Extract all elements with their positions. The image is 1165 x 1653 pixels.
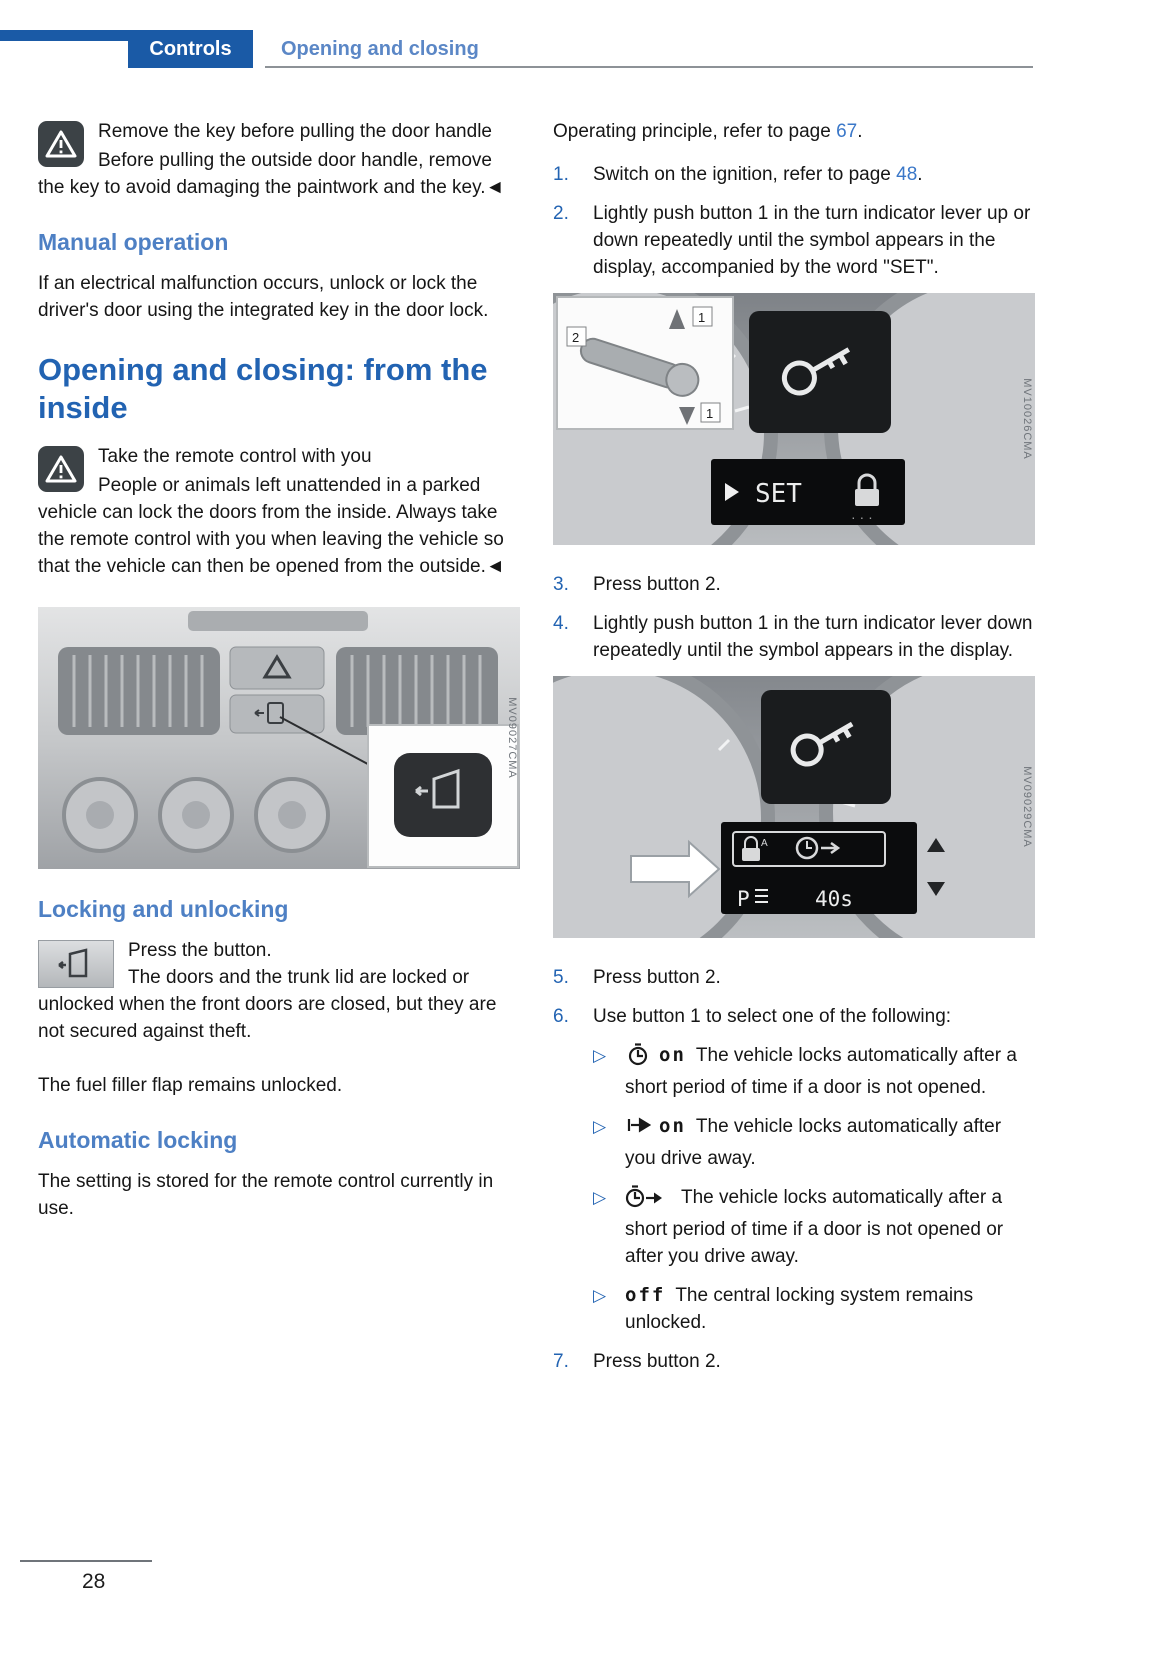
operating-principle-line: Operating principle, refer to page 67. <box>553 118 1036 145</box>
figure-code: MV09029CMA <box>1021 766 1033 848</box>
warning-icon <box>38 121 84 167</box>
locking-block: Press the button. The doors and the trun… <box>38 937 520 1045</box>
warning-icon <box>38 446 84 492</box>
page-number: 28 <box>82 1570 106 1593</box>
door-lock-button-icon <box>38 940 114 988</box>
step-text: Lightly push button 1 in the turn indica… <box>593 203 1031 278</box>
off-icon: off <box>625 1284 666 1306</box>
step-6: 6. Use button 1 to select one of the fol… <box>553 1003 1036 1030</box>
option-text: The vehicle locks automatically after a … <box>625 1187 1004 1267</box>
step-text-pre: Switch on the ignition, refer to page <box>593 164 897 185</box>
press-button-text: Press the button. <box>128 940 272 961</box>
step-text: Use button 1 to select one of the follow… <box>593 1006 952 1027</box>
step-number: 5. <box>553 967 569 988</box>
step-number: 7. <box>553 1351 569 1372</box>
warning-note-remove-key: Remove the key before pulling the door h… <box>38 118 520 201</box>
instrument-cluster-autolock-photo: A P 40s MV09029CMA <box>553 676 1035 938</box>
step-number: 3. <box>553 574 569 595</box>
step-number: 4. <box>553 613 569 634</box>
section-label: Controls <box>149 37 232 60</box>
instrument-cluster-set-photo: SET · · · 1 2 1 MV100 <box>553 293 1035 545</box>
page-ref-link[interactable]: 67 <box>836 121 858 142</box>
manual-operation-text: If an electrical malfunction occurs, unl… <box>38 273 489 321</box>
footer-rule <box>20 1560 152 1562</box>
step-text-post: . <box>917 164 923 185</box>
automatic-locking-text: The setting is stored for the remote con… <box>38 1171 494 1219</box>
step-5: 5. Press button 2. <box>553 964 1036 991</box>
figure-code: MV10026CMA <box>1021 378 1033 460</box>
step-text: Press button 2. <box>593 574 721 595</box>
option-text-wrap: The vehicle locks automatically after a … <box>625 1184 1036 1270</box>
heading-manual-operation: Manual operation <box>38 229 229 255</box>
chapter-title: Opening and closing <box>281 38 479 60</box>
step-3: 3. Press button 2. <box>553 571 1036 598</box>
dashboard-photo: MV09027CMA <box>38 607 520 869</box>
warning-body: Before pulling the outside door handle, … <box>38 150 505 198</box>
lever-label-2: 2 <box>572 330 579 345</box>
step-text: Press button 2. <box>593 1351 721 1372</box>
option-marker: ▷ <box>593 1188 607 1207</box>
left-column: Remove the key before pulling the door h… <box>38 118 520 1249</box>
timer-driveoff-icon <box>625 1184 663 1216</box>
lever-label-1-bottom: 1 <box>706 406 713 421</box>
intro-text: Operating principle, refer to page <box>553 121 837 142</box>
step-7: 7. Press button 2. <box>553 1348 1036 1375</box>
warning-title: Take the remote control with you <box>98 446 372 467</box>
figure-code: MV09027CMA <box>506 697 518 779</box>
display-time-text: 40s <box>815 887 853 911</box>
driveoff-on-icon <box>625 1113 652 1145</box>
display-set-text: SET <box>755 479 802 509</box>
display-p-text: P <box>737 887 750 911</box>
option-text: The vehicle locks automatically after a … <box>625 1045 1017 1098</box>
option-led-label: on <box>659 1044 686 1066</box>
option-marker: ▷ <box>593 1046 607 1065</box>
lever-label-1-top: 1 <box>698 310 705 325</box>
option-text: The vehicle locks automatically after yo… <box>625 1116 1002 1169</box>
timer-on-icon <box>625 1042 651 1074</box>
warning-note-remote-control: Take the remote control with you People … <box>38 443 520 580</box>
warning-title: Remove the key before pulling the door h… <box>98 121 492 142</box>
step-text: Press button 2. <box>593 967 721 988</box>
step-number: 2. <box>553 203 569 224</box>
option-marker: ▷ <box>593 1117 607 1136</box>
option-led-label: on <box>659 1115 686 1137</box>
page-ref-link[interactable]: 48 <box>896 164 918 185</box>
heading-locking-unlocking: Locking and unlocking <box>38 896 289 922</box>
step-1: 1. Switch on the ignition, refer to page… <box>553 161 1036 188</box>
section-tab: Controls <box>128 30 253 68</box>
step-2: 2. Lightly push button 1 in the turn ind… <box>553 200 1036 281</box>
step-text: Lightly push button 1 in the turn indica… <box>593 613 1033 661</box>
heading-opening-closing-inside: Opening and closing: from the inside <box>38 352 488 425</box>
display-dots: · · · <box>851 509 873 525</box>
option-marker: ▷ <box>593 1286 607 1305</box>
step-number: 1. <box>553 164 569 185</box>
heading-automatic-locking: Automatic locking <box>38 1127 238 1153</box>
right-column: Operating principle, refer to page 67. 1… <box>553 118 1036 1387</box>
svg-text:A: A <box>761 838 768 849</box>
step-4: 4. Lightly push button 1 in the turn ind… <box>553 610 1036 664</box>
header-rule <box>265 66 1033 68</box>
header-accent-bar <box>0 30 253 41</box>
step-number: 6. <box>553 1006 569 1027</box>
warning-body: People or animals left unattended in a p… <box>38 475 505 577</box>
locking-body: The doors and the trunk lid are locked o… <box>38 967 497 1042</box>
step-text: Switch on the ignition, refer to page 48… <box>593 161 1036 188</box>
option-text: The central locking system remains unloc… <box>625 1285 974 1333</box>
fuel-flap-note: The fuel filler flap remains unlocked. <box>38 1075 343 1096</box>
intro-punct: . <box>857 121 863 142</box>
option-timer-driveoff: ▷ The vehicle locks automatically after … <box>553 1184 1036 1270</box>
